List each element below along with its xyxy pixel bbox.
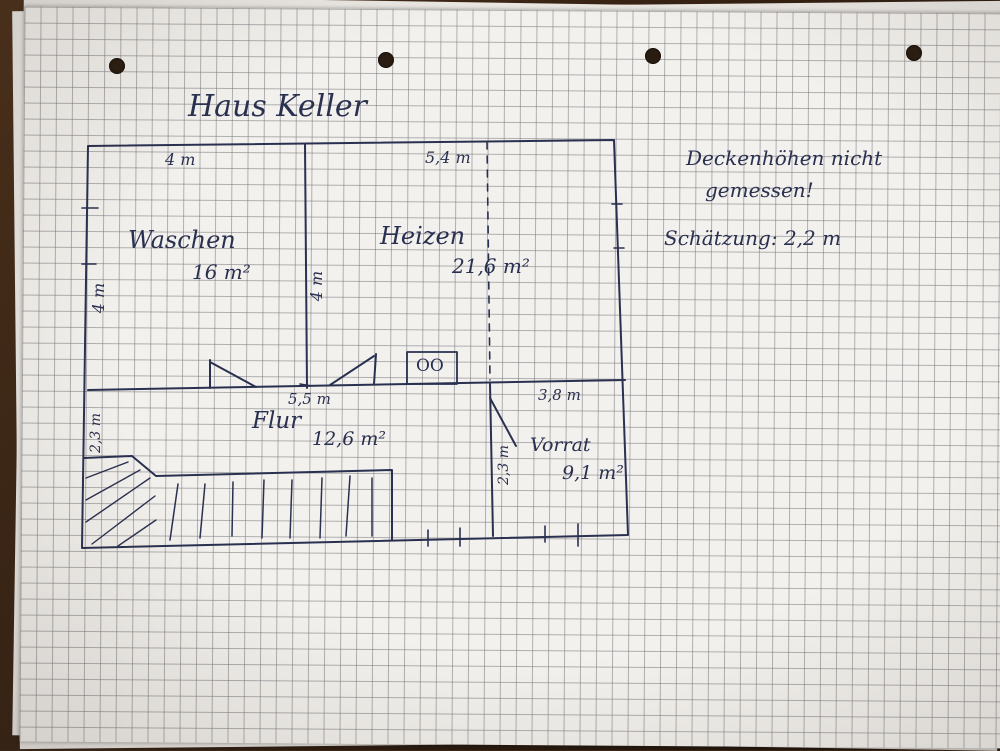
note-line-2: gemessen! <box>705 178 814 202</box>
dimension-vorrat-width: 3,8 m <box>538 386 581 404</box>
area-waschen: 16 m² <box>192 260 251 284</box>
room-label-vorrat: Vorrat <box>530 434 591 456</box>
room-label-waschen: Waschen <box>128 226 236 254</box>
dimension-waschen-depth: 4 m <box>89 282 109 314</box>
dimension-heizen-depth: 4 m <box>307 270 327 302</box>
door-swing-vorrat <box>489 397 517 447</box>
boiler-box <box>406 351 458 385</box>
area-heizen: 21,6 m² <box>452 254 530 278</box>
wall-flur-vorrat <box>489 383 494 537</box>
door-swing-heizen <box>329 353 377 386</box>
note-line-1: Deckenhöhen nicht <box>686 146 883 170</box>
stair-hatching <box>85 461 157 547</box>
dimension-flur-depth: 2,3 m <box>88 413 104 453</box>
wall-waschen-heizen <box>304 143 308 389</box>
outer-wall <box>81 139 629 549</box>
area-flur: 12,6 m² <box>312 428 386 450</box>
stair-treads <box>169 475 373 541</box>
wall-rooms-flur <box>87 379 626 391</box>
dimension-waschen-width: 4 m <box>165 150 196 169</box>
plan-title: Haus Keller <box>188 89 367 124</box>
dimension-ticks <box>81 203 625 547</box>
boiler-symbol: OO <box>416 356 444 376</box>
dimension-vorrat-depth: 2,3 m <box>496 445 512 485</box>
room-label-flur: Flur <box>252 408 302 434</box>
staircase-outline <box>83 455 393 541</box>
note-line-3: Schätzung: 2,2 m <box>664 226 842 250</box>
dashed-partition <box>486 141 491 381</box>
punch-hole <box>109 58 125 74</box>
dimension-heizen-width: 5,4 m <box>425 148 471 167</box>
area-vorrat: 9,1 m² <box>562 462 624 484</box>
punch-hole <box>906 45 922 61</box>
dimension-flur-width: 5,5 m <box>288 390 331 408</box>
punch-hole <box>645 48 661 64</box>
punch-hole <box>378 52 394 68</box>
door-swing-waschen <box>209 359 257 389</box>
room-label-heizen: Heizen <box>380 222 466 250</box>
